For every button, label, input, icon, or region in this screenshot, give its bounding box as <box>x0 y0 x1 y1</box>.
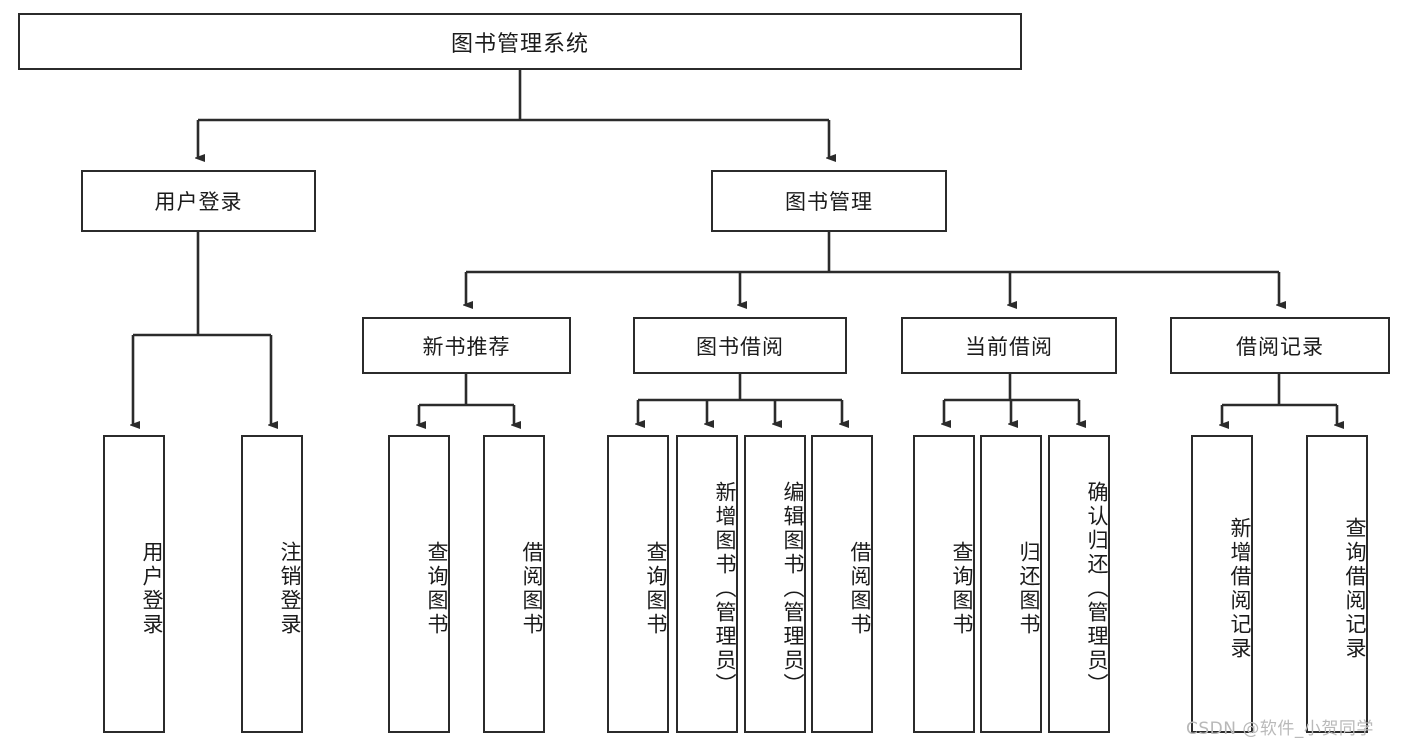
leaf-query-book-borrow[interactable]: 查询图书 <box>607 435 669 733</box>
node-label: 新增图书（管理员） <box>713 481 737 697</box>
node-label: 借阅记录 <box>1236 334 1324 359</box>
node-root-system[interactable]: 图书管理系统 <box>18 13 1022 70</box>
leaf-add-book-admin[interactable]: 新增图书（管理员） <box>676 435 738 733</box>
leaf-add-borrow-record[interactable]: 新增借阅记录 <box>1191 435 1253 733</box>
leaf-logout[interactable]: 注销登录 <box>241 435 303 733</box>
node-label: 编辑图书（管理员） <box>781 481 805 697</box>
leaf-query-borrow-record[interactable]: 查询借阅记录 <box>1306 435 1368 733</box>
node-label: 新增借阅记录 <box>1228 517 1252 661</box>
leaf-borrow-book[interactable]: 借阅图书 <box>811 435 873 733</box>
node-label: 图书管理系统 <box>450 31 589 57</box>
leaf-query-book-current[interactable]: 查询图书 <box>913 435 975 733</box>
leaf-user-login[interactable]: 用户登录 <box>103 435 165 733</box>
leaf-borrow-book-recommend[interactable]: 借阅图书 <box>483 435 545 733</box>
node-label: 注销登录 <box>278 541 302 637</box>
node-label: 新书推荐 <box>422 334 511 359</box>
node-label: 用户登录 <box>140 541 164 637</box>
node-label: 查询图书 <box>425 541 449 637</box>
csdn-watermark: CSDN @软件_小贺同学 <box>1186 719 1374 739</box>
node-label: 借阅图书 <box>848 541 872 637</box>
node-label: 查询图书 <box>950 541 974 637</box>
node-book-management[interactable]: 图书管理 <box>711 170 947 232</box>
node-book-borrow[interactable]: 图书借阅 <box>633 317 847 374</box>
node-label: 当前借阅 <box>965 334 1053 359</box>
node-new-book-recommend[interactable]: 新书推荐 <box>362 317 571 374</box>
node-label: 确认归还（管理员） <box>1085 481 1109 697</box>
leaf-edit-book-admin[interactable]: 编辑图书（管理员） <box>744 435 806 733</box>
node-borrow-record[interactable]: 借阅记录 <box>1170 317 1390 374</box>
node-label: 查询图书 <box>644 541 668 637</box>
leaf-query-book-recommend[interactable]: 查询图书 <box>388 435 450 733</box>
leaf-return-book[interactable]: 归还图书 <box>980 435 1042 733</box>
node-label: 图书借阅 <box>696 334 784 359</box>
node-label: 归还图书 <box>1017 541 1041 637</box>
node-current-borrow[interactable]: 当前借阅 <box>901 317 1117 374</box>
node-user-login[interactable]: 用户登录 <box>81 170 316 232</box>
node-label: 查询借阅记录 <box>1343 517 1367 661</box>
leaf-confirm-return-admin[interactable]: 确认归还（管理员） <box>1048 435 1110 733</box>
node-label: 用户登录 <box>154 190 243 214</box>
node-label: 借阅图书 <box>520 541 544 637</box>
node-label: 图书管理 <box>785 190 873 214</box>
